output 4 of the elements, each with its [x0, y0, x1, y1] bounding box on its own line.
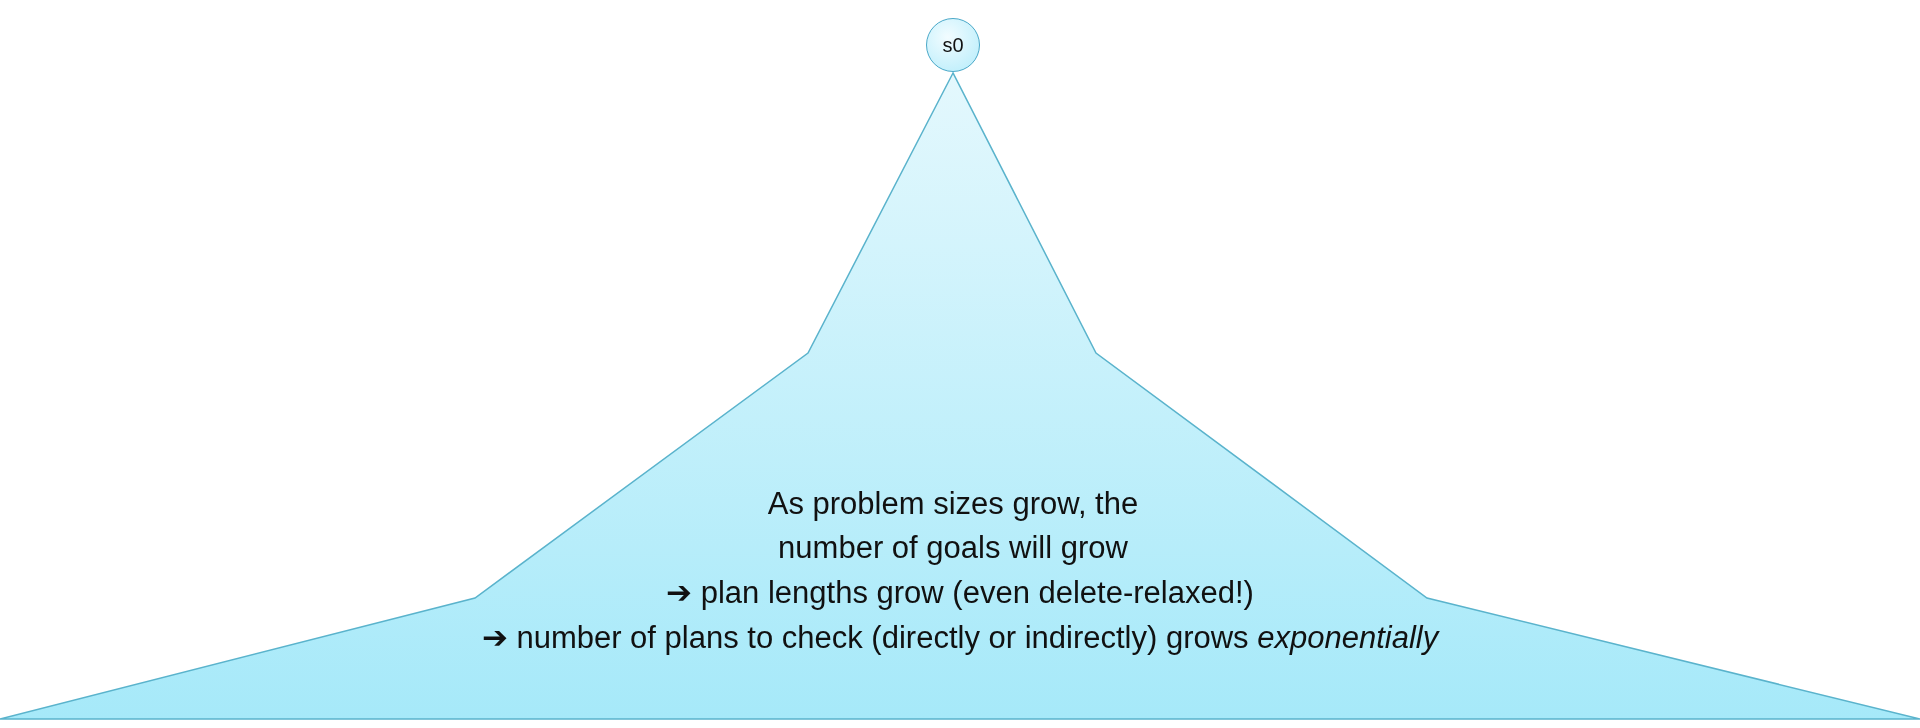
tree-text: As problem sizes grow, the number of goals will grow [766, 485, 1140, 567]
state-circle: s0 [926, 18, 980, 72]
tree-text: ➔ plan lengths grow (even delete-relaxed!) [665, 574, 1255, 612]
tree-text: ➔ number of plans to check (directly or indirectly) grows exponentially [480, 619, 1441, 657]
